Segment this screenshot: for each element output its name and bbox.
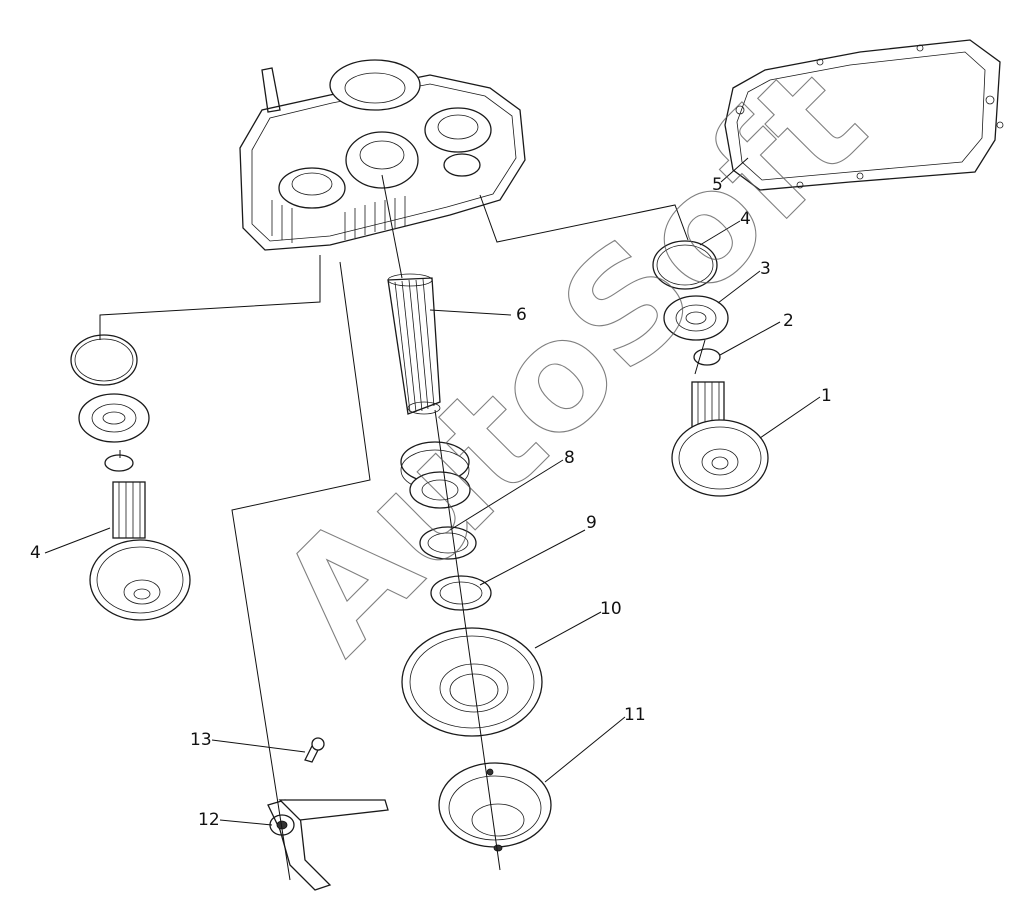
callout-10: 10 — [600, 599, 622, 619]
shift-fork-assembly — [267, 737, 389, 891]
callout-5: 5 — [712, 175, 723, 195]
callout-labels: 1 2 3 4 5 6 8 9 10 11 12 13 4 — [30, 175, 832, 830]
callout-13: 13 — [190, 730, 212, 750]
callout-8: 8 — [564, 448, 575, 468]
callout-6: 6 — [516, 305, 527, 325]
right-output-shaft-group — [652, 240, 769, 497]
callout-1: 1 — [821, 386, 832, 406]
callout-2: 2 — [783, 311, 794, 331]
callout-4-right: 4 — [740, 209, 751, 229]
transmission-housing — [239, 59, 526, 251]
left-output-shaft-group — [70, 334, 191, 621]
callout-3: 3 — [760, 259, 771, 279]
callout-4-left: 4 — [30, 543, 41, 563]
callout-12: 12 — [198, 810, 220, 830]
callout-leaders — [44, 157, 821, 826]
gasket — [724, 39, 1004, 191]
center-shaft-group — [387, 273, 552, 852]
callout-11: 11 — [624, 705, 646, 725]
callout-9: 9 — [586, 513, 597, 533]
connection-lines — [99, 174, 706, 881]
